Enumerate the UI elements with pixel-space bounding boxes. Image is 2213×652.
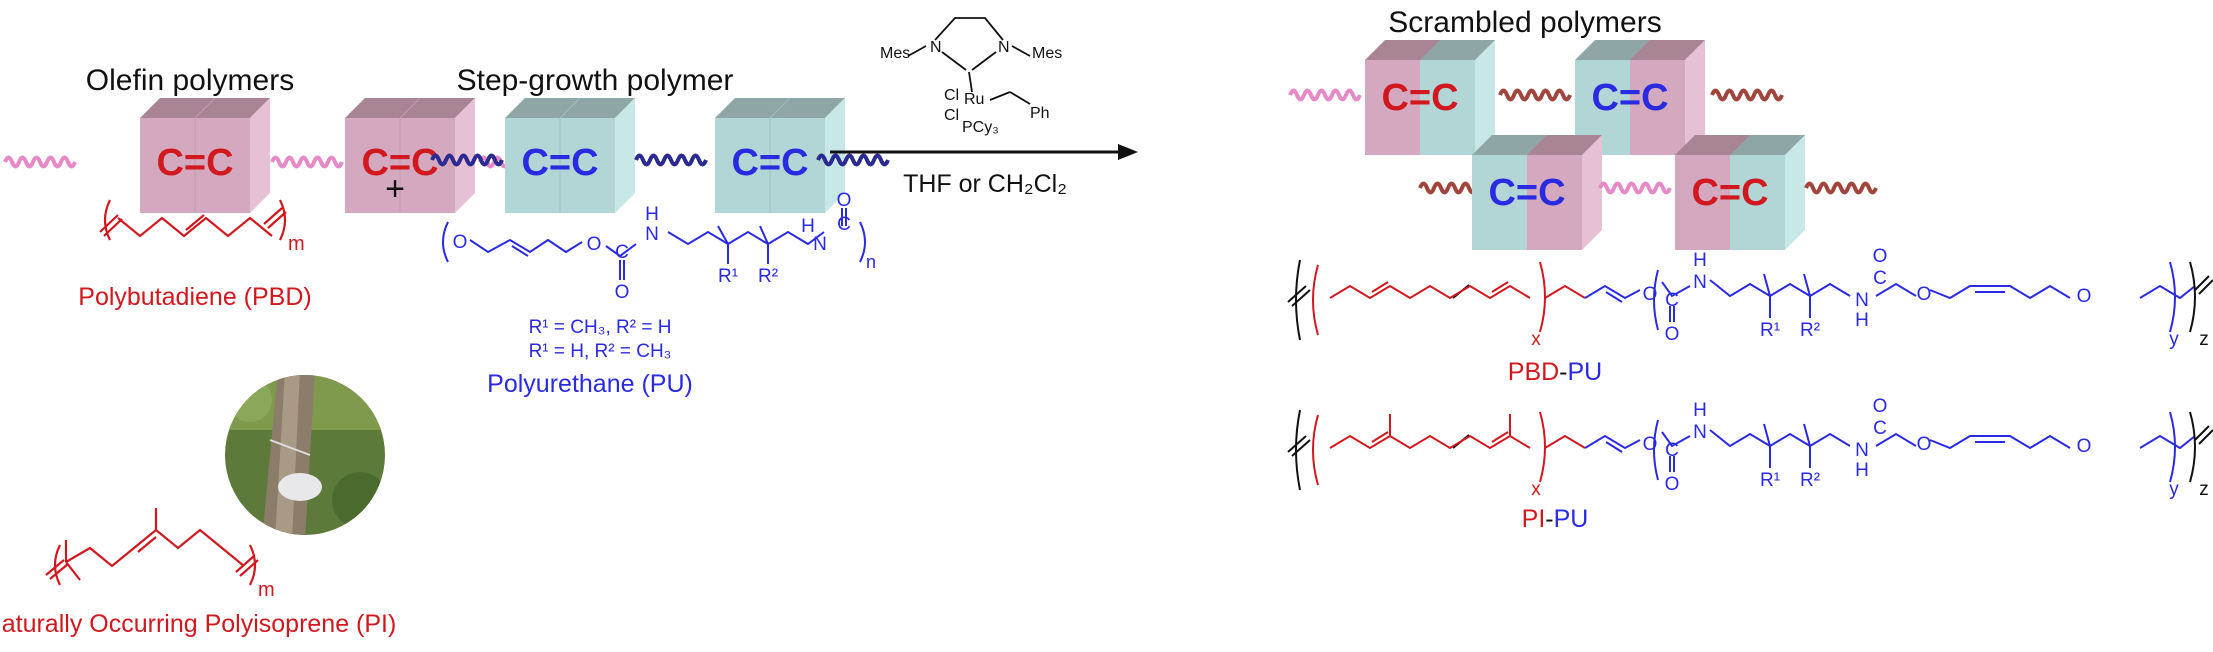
pu-repeat-index: n: [866, 252, 876, 272]
atom-c: C: [1873, 268, 1887, 289]
z-index: z: [2199, 479, 2209, 500]
atom-h: H: [1855, 310, 1869, 331]
pi-label: Naturally Occurring Polyisoprene (PI): [0, 610, 396, 638]
atom-h: H: [801, 216, 815, 237]
atom-o: O: [2077, 286, 2092, 307]
reaction-arrow: [830, 144, 1138, 160]
x-index: x: [1531, 329, 1541, 350]
atom-c: C: [1665, 440, 1679, 461]
mes-right: Mes: [1032, 45, 1062, 62]
atom-o: O: [1643, 434, 1658, 455]
reaction-conditions: THF or CH₂Cl₂: [903, 170, 1067, 198]
scrambled-polymer-cartoon: C=C C=C C=C C=C: [1288, 40, 1878, 250]
polyisoprene-structure: [45, 508, 259, 586]
atom-n: N: [1855, 290, 1869, 311]
atom-c: C: [1873, 418, 1887, 439]
atom-c: C: [837, 214, 851, 235]
substituents-line-1: R¹ = CH₃, R² = H: [529, 317, 672, 338]
z-index: z: [2199, 329, 2209, 350]
atom-h: H: [1693, 400, 1707, 421]
atom-n: N: [1855, 440, 1869, 461]
y-index: y: [2169, 329, 2179, 350]
atom-r1: R¹: [1760, 320, 1780, 341]
atom-ru: Ru: [964, 91, 984, 108]
atom-o: O: [1665, 474, 1680, 495]
pi-pu-structure: x O C O N H R¹ R² N H C O O O y z: [1287, 396, 2213, 500]
atom-o: O: [1643, 284, 1658, 305]
y-index: y: [2169, 479, 2179, 500]
atom-h: H: [1693, 250, 1707, 271]
atom-h: H: [1855, 460, 1869, 481]
atom-n: N: [645, 224, 659, 245]
olefin-polymer-cartoon: C=C C=C: [3, 97, 552, 214]
atom-n: N: [930, 39, 942, 56]
pu-label: Polyurethane (PU): [487, 370, 693, 398]
atom-o: O: [1917, 284, 1932, 305]
atom-nh: N: [813, 234, 827, 255]
x-index: x: [1531, 479, 1541, 500]
atom-n: N: [1693, 422, 1707, 443]
atom-c: C: [615, 242, 629, 263]
cube-label: C=C: [731, 142, 808, 184]
atom-o: O: [837, 190, 852, 211]
pbd-label: Polybutadiene (PBD): [78, 283, 311, 311]
cube-label: C=C: [361, 142, 438, 184]
plus-sign: +: [385, 170, 405, 208]
step-growth-polymer-cartoon: C=C C=C: [430, 97, 890, 214]
pi-repeat-index: m: [258, 579, 275, 601]
olefin-polymers-title: Olefin polymers: [86, 64, 294, 97]
pbd-pu-label: PBD-PU: [1508, 358, 1602, 386]
scrambled-polymers-title: Scrambled polymers: [1388, 6, 1661, 39]
substituents-line-2: R¹ = H, R² = CH₃: [529, 341, 672, 362]
atom-o: O: [1665, 324, 1680, 345]
pcy3: PCy₃: [962, 119, 999, 136]
atom-o: O: [615, 282, 630, 303]
step-growth-title: Step-growth polymer: [457, 64, 734, 97]
atom-o: O: [587, 234, 602, 255]
atom-cl: Cl: [944, 107, 959, 124]
atom-o: O: [1917, 434, 1932, 455]
phenyl: Ph: [1030, 105, 1050, 122]
atom-r2: R²: [758, 266, 778, 287]
pi-pu-label: PI-PU: [1522, 505, 1589, 533]
mes-left: Mes: [880, 45, 910, 62]
cube-label: C=C: [1691, 172, 1768, 214]
atom-c: C: [1665, 290, 1679, 311]
pbd-pu-structure: x O C O N H R¹ R² N H C O O O y z: [1287, 246, 2213, 350]
atom-o: O: [2077, 436, 2092, 457]
atom-r1: R¹: [1760, 470, 1780, 491]
rubber-tree-photo: [225, 375, 385, 535]
cube-label: C=C: [1591, 77, 1668, 119]
cube-label: C=C: [1381, 77, 1458, 119]
atom-r2: R²: [1800, 470, 1820, 491]
cube-label: C=C: [521, 142, 598, 184]
atom-o: O: [1873, 246, 1888, 267]
polyurethane-structure: O O C O N H R¹ R² N H C O n: [442, 190, 876, 303]
atom-n: N: [998, 39, 1010, 56]
polybutadiene-structure: [99, 199, 287, 241]
atom-n: N: [1693, 272, 1707, 293]
grubbs-catalyst-structure: Mes N N Mes Cl Ru Cl Ph PCy₃: [880, 17, 1062, 136]
cube-label: C=C: [156, 142, 233, 184]
atom-o: O: [453, 232, 468, 253]
cube-label: C=C: [1488, 172, 1565, 214]
pbd-repeat-index: m: [288, 233, 305, 255]
atom-r1: R¹: [718, 266, 738, 287]
atom-r2: R²: [1800, 320, 1820, 341]
atom-cl: Cl: [944, 87, 959, 104]
atom-o: O: [1873, 396, 1888, 417]
atom-h: H: [645, 204, 659, 225]
